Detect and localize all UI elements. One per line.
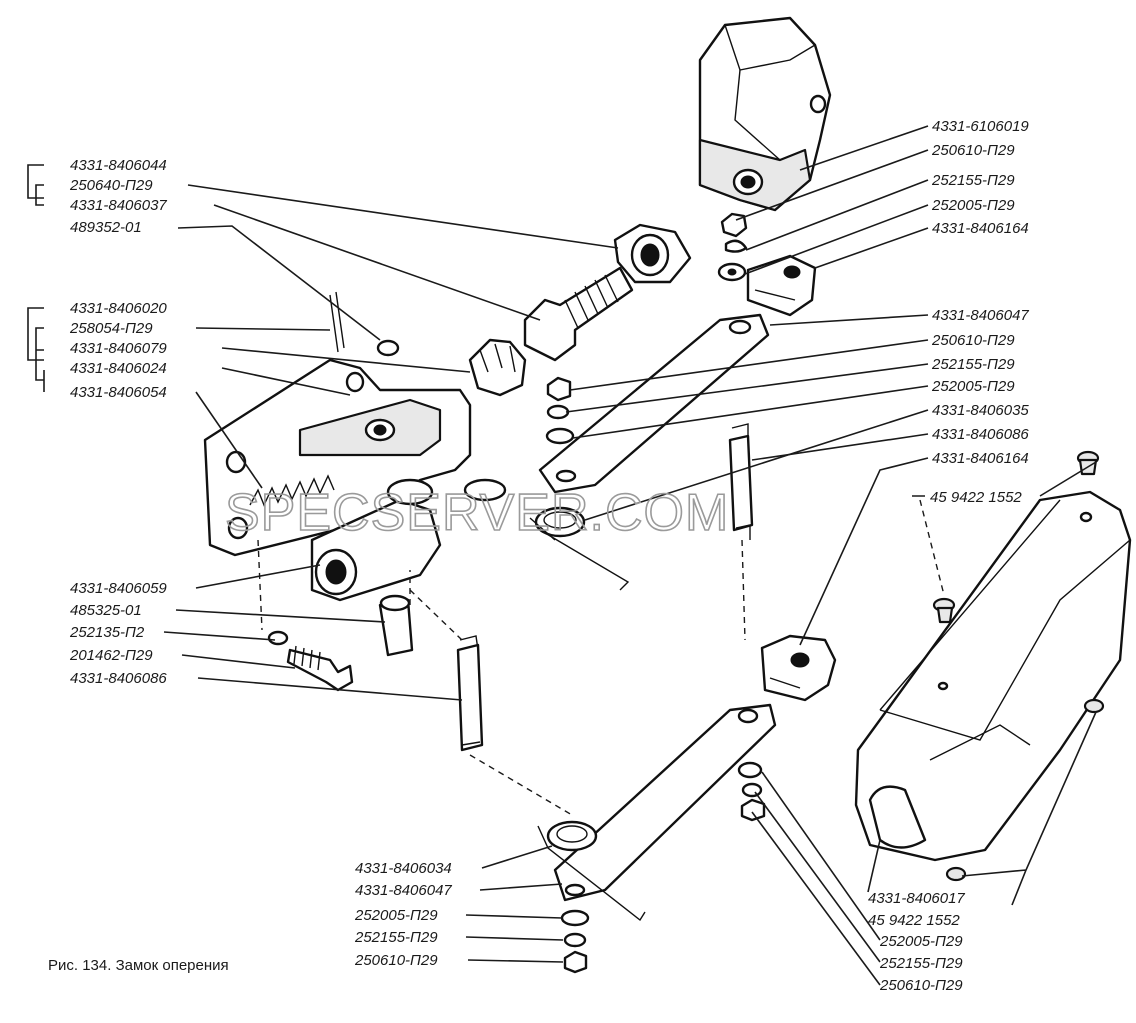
label-left-5: 4331-8406020 (70, 300, 167, 317)
label-right-4: 252005-П29 (931, 197, 1015, 214)
label-bottom-center-3: 252005-П29 (354, 907, 438, 924)
label-left-6: 258054-П29 (69, 320, 153, 337)
labels-left: 4331-8406044 250640-П29 4331-8406037 489… (69, 157, 167, 687)
large-nut (613, 223, 692, 284)
label-right-7: 250610-П29 (931, 332, 1015, 349)
cotter-pin-washer (329, 291, 400, 357)
label-right-6: 4331-8406047 (932, 307, 1029, 324)
threaded-bolt (523, 266, 634, 362)
axle-left (456, 635, 484, 752)
label-right-1: 4331-6106019 (932, 118, 1029, 135)
figure-caption: Рис. 134. Замок оперения (48, 957, 229, 974)
label-bottom-center-5: 250610-П29 (354, 952, 438, 969)
watermark-text: SPECSERVER.COM (225, 484, 729, 542)
label-bottom-center-2: 4331-8406047 (355, 882, 452, 899)
pin-485325 (378, 594, 414, 657)
upper-lever-washers (545, 376, 575, 445)
lower-lever (553, 703, 777, 902)
label-right-13: 45 9422 1552 (930, 489, 1022, 506)
label-left-2: 250640-П29 (69, 177, 153, 194)
label-left-13: 201462-П29 (69, 647, 153, 664)
cover-housing (854, 490, 1132, 862)
label-bottom-center-4: 252155-П29 (354, 929, 438, 946)
label-right-8: 252155-П29 (931, 356, 1015, 373)
torsion-spring-upper (529, 506, 630, 591)
label-left-9: 4331-8406054 (70, 384, 167, 401)
leader-lines (27, 125, 1097, 986)
label-left-14: 4331-8406086 (70, 670, 167, 687)
label-left-1: 4331-8406044 (70, 157, 167, 174)
label-left-3: 4331-8406037 (70, 197, 167, 214)
label-bottom-right-5: 250610-П29 (879, 977, 963, 994)
nut-washer-stack-top-right (717, 212, 748, 282)
label-bottom-right-4: 252155-П29 (879, 955, 963, 972)
label-right-5: 4331-8406164 (932, 220, 1029, 237)
housing-part (698, 16, 832, 212)
label-right-11: 4331-8406086 (932, 426, 1029, 443)
label-left-12: 252135-П2 (69, 624, 145, 641)
stop-block-top (746, 254, 817, 317)
bolt-201462 (267, 630, 354, 692)
label-right-9: 252005-П29 (931, 378, 1015, 395)
label-right-12: 4331-8406164 (932, 450, 1029, 467)
label-bottom-right-3: 252005-П29 (879, 933, 963, 950)
label-left-10: 4331-8406059 (70, 580, 167, 597)
labels-right: 4331-6106019 250610-П29 252155-П29 25200… (930, 118, 1029, 506)
label-bottom-right-2: 45 9422 1552 (868, 912, 960, 929)
right-lower-washers (737, 761, 766, 822)
label-left-4: 489352-01 (70, 219, 142, 236)
label-right-3: 252155-П29 (931, 172, 1015, 189)
stop-block-lower (760, 634, 837, 702)
label-right-10: 4331-8406035 (932, 402, 1029, 419)
torsion-spring-lower (537, 820, 646, 922)
label-left-8: 4331-8406024 (70, 360, 167, 377)
label-left-7: 4331-8406079 (70, 340, 167, 357)
knurled-cap (468, 338, 527, 397)
label-bottom-right-1: 4331-8406017 (868, 890, 965, 907)
lower-lever-washers (560, 909, 590, 974)
lock-body (203, 358, 507, 602)
labels-bottom-right: 4331-8406017 45 9422 1552 252005-П29 252… (868, 890, 965, 994)
label-bottom-center-1: 4331-8406034 (355, 860, 452, 877)
assembly-guides (257, 499, 945, 816)
labels-bottom-center: 4331-8406034 4331-8406047 252005-П29 252… (354, 860, 452, 969)
upper-lever (538, 313, 770, 494)
label-right-2: 250610-П29 (931, 142, 1015, 159)
label-left-11: 485325-01 (70, 602, 142, 619)
axle-right (728, 423, 754, 540)
